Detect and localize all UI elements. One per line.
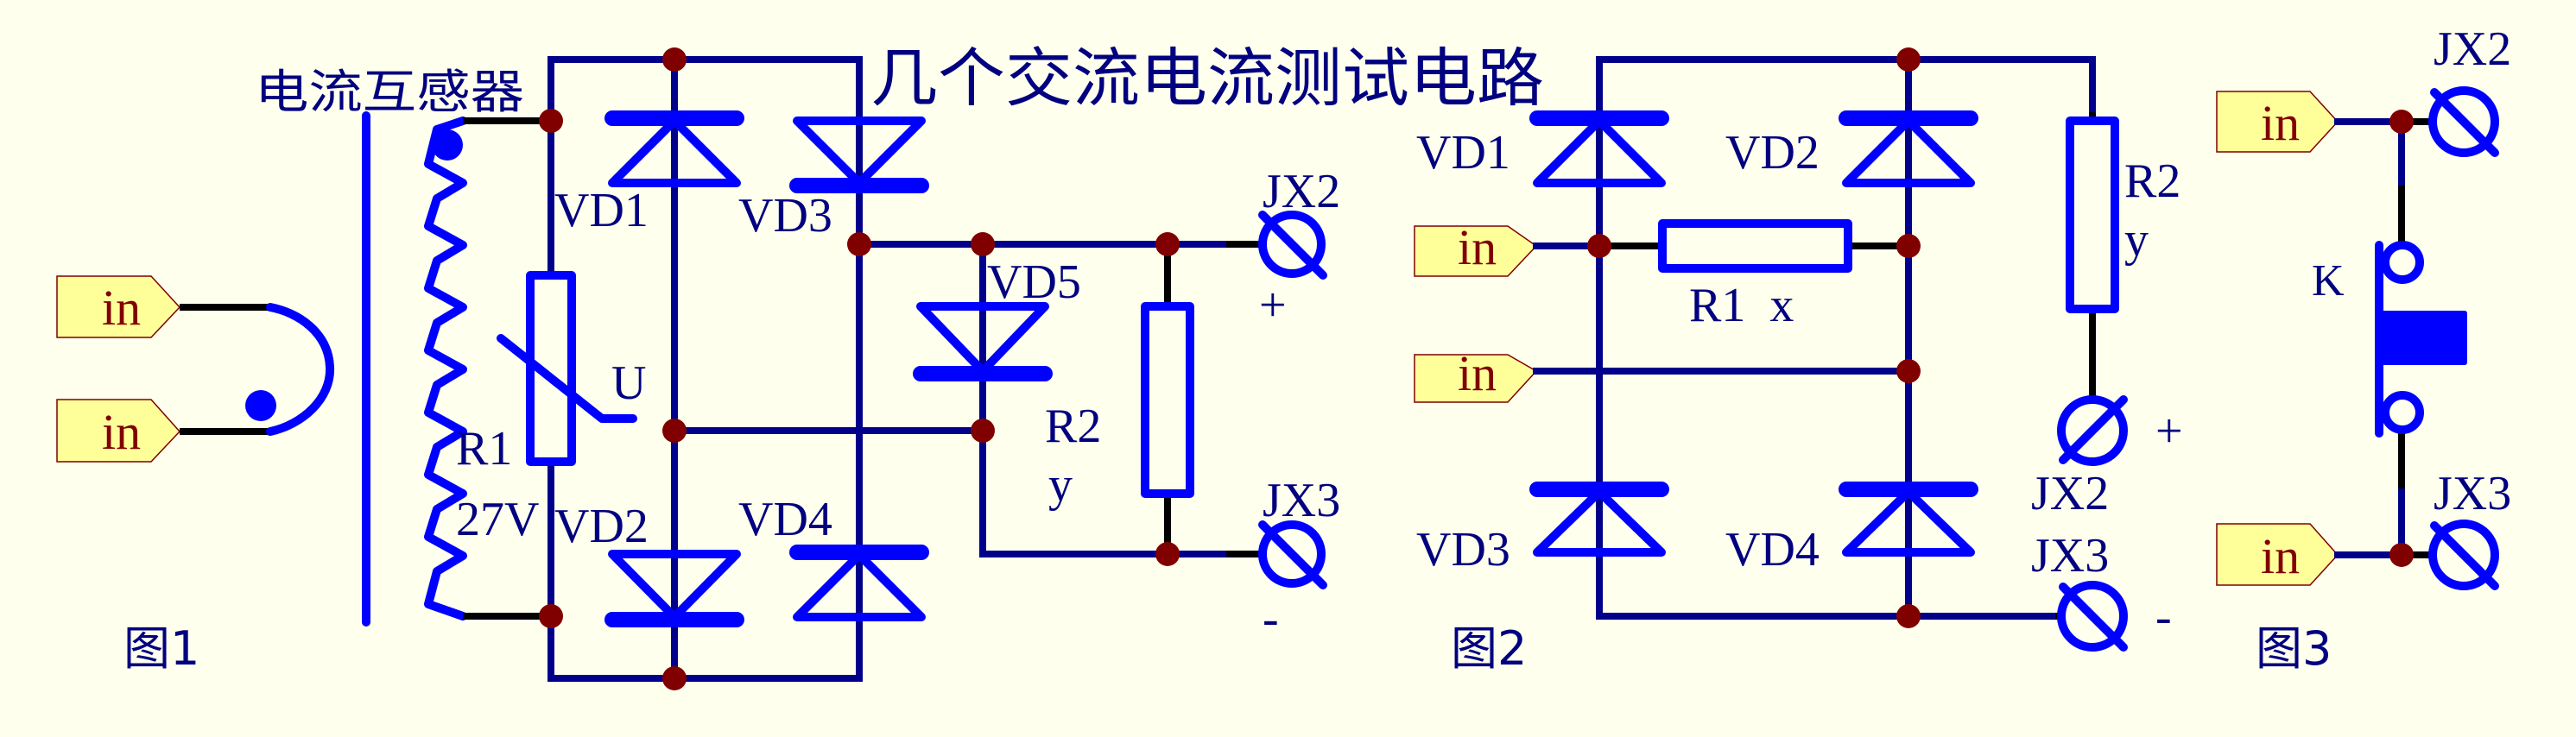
input-port-label: in — [2261, 95, 2300, 151]
terminal-polarity-minus: - — [1263, 592, 1279, 646]
diode-label-vd2: VD2 — [1725, 126, 1820, 180]
figure-caption-3: 图3 — [2256, 621, 2332, 676]
terminal-polarity-plus: + — [1259, 279, 1287, 332]
terminal-jx2[interactable] — [1258, 211, 1327, 280]
junction-dot — [847, 232, 871, 256]
junction-dot — [2389, 543, 2414, 567]
resistor-ref: R1 — [1689, 279, 1745, 332]
input-port-1[interactable] — [2216, 91, 2339, 153]
resistor-r1[interactable] — [1658, 219, 1852, 273]
terminal-label-jx3: JX3 — [2434, 467, 2511, 520]
junction-dot — [2389, 110, 2414, 134]
junction-dot — [1896, 604, 1921, 628]
junction-dot — [1155, 232, 1180, 256]
primary-winding — [266, 303, 335, 436]
junction-dot — [662, 666, 687, 690]
diode-label-vd3: VD3 — [738, 189, 832, 243]
junction-dot — [662, 47, 687, 72]
polarity-dot-secondary — [432, 129, 463, 161]
input-port-label: in — [2261, 528, 2300, 584]
junction-dot — [1896, 359, 1921, 383]
polarity-dot-primary — [245, 390, 276, 421]
pushbutton-switch-k[interactable] — [2375, 241, 2467, 438]
diode-label-vd2: VD2 — [554, 500, 649, 553]
diode-vd2[interactable] — [1839, 110, 1978, 187]
input-port-label: in — [102, 280, 141, 336]
resistor-r2-ref: R2 — [2124, 154, 2180, 208]
figure-1: 电流互感器 in in U — [56, 47, 1340, 690]
varistor-value-label: 27V — [456, 493, 539, 546]
diagram-title: 几个交流电流测试电路 — [870, 41, 1544, 116]
diode-vd5[interactable] — [913, 302, 1053, 381]
input-port-label: in — [1458, 219, 1497, 275]
junction-dot — [539, 604, 563, 628]
terminal-polarity-minus: - — [2155, 590, 2172, 644]
input-port-1[interactable] — [1414, 225, 1538, 277]
junction-dot — [1896, 234, 1921, 258]
terminal-label-jx2: JX2 — [2434, 22, 2511, 76]
junction-dot — [971, 232, 995, 256]
junction-dot — [539, 109, 563, 133]
terminal-label-jx3: JX3 — [2031, 529, 2109, 583]
varistor-ref-label: R1 — [456, 422, 512, 476]
resistor-ref-label: R2 — [1045, 400, 1101, 453]
diode-vd4[interactable] — [789, 545, 929, 621]
terminal-jx3[interactable] — [1258, 520, 1327, 589]
transformer-label: 电流互感器 — [255, 65, 524, 119]
junction-dot — [1896, 47, 1921, 72]
terminal-jx3[interactable] — [2428, 520, 2499, 590]
junction-dot — [1155, 542, 1180, 566]
input-port-1[interactable]: in — [56, 275, 181, 338]
diode-label-vd3: VD3 — [1416, 523, 1510, 576]
terminal-jx3[interactable] — [2057, 581, 2128, 652]
wire — [1596, 56, 2096, 122]
resistor-value: x — [1769, 279, 1794, 332]
resistor-r2[interactable] — [2066, 117, 2119, 313]
diode-vd4[interactable] — [1839, 482, 1978, 557]
junction-dot — [662, 419, 687, 443]
resistor-r1-label: R1 x — [1689, 279, 1794, 332]
diode-vd1[interactable] — [604, 110, 744, 187]
resistor-r2[interactable] — [1141, 302, 1194, 498]
input-port-2[interactable] — [1414, 354, 1538, 403]
diode-label-vd4: VD4 — [738, 493, 832, 546]
resistor-r2-value: y — [2124, 213, 2149, 267]
diode-vd3[interactable] — [1529, 482, 1669, 557]
diode-label-vd1: VD1 — [1416, 126, 1510, 180]
varistor-symbol-label: U — [611, 356, 646, 410]
wire — [547, 56, 863, 248]
secondary-winding — [424, 117, 467, 620]
junction-dot — [1587, 234, 1611, 258]
diode-label-vd5: VD5 — [987, 255, 1081, 309]
resistor-value-label: y — [1048, 458, 1073, 512]
figure-caption-1: 图1 — [123, 621, 199, 676]
input-port-label: in — [102, 404, 141, 460]
terminal-jx2[interactable] — [2057, 395, 2128, 466]
switch-label: K — [2312, 256, 2345, 306]
junction-dot — [971, 419, 995, 443]
terminal-label-jx3: JX3 — [1263, 474, 1340, 527]
input-port-2[interactable]: in — [56, 399, 181, 463]
terminal-jx2[interactable] — [2428, 86, 2499, 157]
terminal-label-jx2: JX2 — [2031, 467, 2109, 520]
terminal-label-jx2: JX2 — [1263, 165, 1340, 218]
diode-label-vd1: VD1 — [554, 184, 649, 237]
figure-2: in in R1 x VD1 VD2 VD3 VD4 — [1414, 47, 2183, 676]
figure-3: in in K JX2 JX3 — [2216, 22, 2511, 676]
input-port-label: in — [1458, 345, 1497, 401]
diode-vd3[interactable] — [789, 117, 929, 193]
varistor-r1[interactable] — [497, 271, 637, 466]
input-port-2[interactable] — [2216, 523, 2339, 586]
diode-label-vd4: VD4 — [1725, 523, 1820, 576]
diode-vd2[interactable] — [604, 550, 744, 627]
diode-vd1[interactable] — [1529, 110, 1669, 187]
figure-caption-2: 图2 — [1451, 621, 1527, 676]
terminal-polarity-plus: + — [2155, 405, 2183, 458]
